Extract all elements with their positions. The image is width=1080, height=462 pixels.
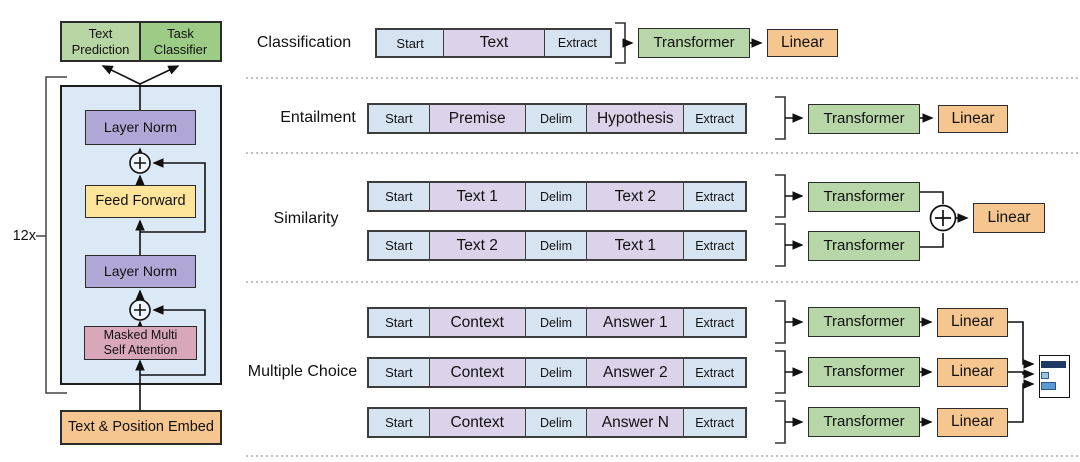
token-cell-text2: Text 2 (587, 183, 685, 210)
classification-sequence: Start Text Extract (375, 28, 612, 58)
row-label-similarity: Similarity (273, 210, 339, 227)
token-cell-delim: Delim (525, 309, 588, 336)
row-label-entailment: Entailment (280, 109, 356, 126)
left-diagram-arrows (101, 65, 206, 410)
linear-box: Linear (938, 105, 1008, 133)
score-bar-mid (1041, 382, 1056, 390)
masked-attention-box: Masked Multi Self Attention (84, 326, 197, 360)
similarity-sequence-1: Start Text 1 Delim Text 2 Extract (367, 181, 747, 212)
token-cell-text1: Text 1 (429, 183, 526, 210)
token-cell-hypothesis: Hypothesis (587, 105, 685, 132)
token-cell-extract: Extract (684, 359, 745, 386)
row-label-classification: Classification (256, 34, 352, 51)
transformer-box: Transformer (808, 182, 920, 212)
token-cell-context: Context (429, 309, 526, 336)
residual-add-icon (129, 152, 151, 321)
token-cell-extract: Extract (684, 309, 745, 336)
linear-box: Linear (937, 358, 1008, 387)
similarity-connectors (775, 174, 969, 267)
transformer-box: Transformer (808, 104, 920, 134)
multiple-choice-sequence-n: Start Context Delim Answer N Extract (367, 407, 747, 438)
token-cell-start: Start (369, 359, 430, 386)
token-cell-context: Context (429, 359, 526, 386)
entailment-sequence: Start Premise Delim Hypothesis Extract (367, 103, 747, 134)
token-cell-delim: Delim (525, 232, 588, 259)
score-bar-low (1041, 372, 1049, 379)
token-cell-extract: Extract (684, 409, 745, 436)
token-cell-premise: Premise (429, 105, 526, 132)
score-bar-high (1041, 361, 1066, 368)
token-cell-answerN: Answer N (587, 409, 685, 436)
token-cell-start: Start (369, 105, 430, 132)
transformer-box: Transformer (808, 357, 920, 387)
classification-connectors (615, 22, 763, 64)
linear-box: Linear (973, 203, 1045, 233)
masked-attention-label: Masked Multi Self Attention (103, 327, 178, 357)
token-cell-extract: Extract (684, 105, 745, 132)
transformer-box: Transformer (808, 307, 920, 337)
token-cell-delim: Delim (525, 105, 588, 132)
task-classifier-label: Task Classifier (153, 25, 208, 57)
token-cell-delim: Delim (525, 183, 588, 210)
token-cell-extract: Extract (684, 232, 745, 259)
transformer-box: Transformer (808, 231, 920, 261)
layer-norm-top-box: Layer Norm (85, 110, 196, 145)
sum-add-icon (929, 204, 957, 232)
embedding-box: Text & Position Embed (60, 410, 222, 445)
token-cell-delim: Delim (525, 359, 588, 386)
similarity-sequence-2: Start Text 2 Delim Text 1 Extract (367, 230, 747, 261)
repeat-bracket (36, 76, 67, 394)
linear-box: Linear (937, 308, 1008, 337)
transformer-box: Transformer (808, 407, 920, 437)
feed-forward-box: Feed Forward (85, 185, 196, 218)
token-cell-extract: Extract (684, 183, 745, 210)
multiple-choice-sequence-2: Start Context Delim Answer 2 Extract (367, 357, 747, 388)
score-bars-icon (1039, 355, 1070, 398)
token-cell-text1: Text 1 (587, 232, 685, 259)
multiple-choice-sequence-1: Start Context Delim Answer 1 Extract (367, 307, 747, 338)
token-cell-start: Start (369, 232, 430, 259)
token-cell-text: Text (444, 30, 545, 56)
token-cell-delim: Delim (525, 409, 588, 436)
text-prediction-head: Text Prediction (60, 21, 141, 62)
token-cell-answer1: Answer 1 (587, 309, 685, 336)
linear-box: Linear (937, 408, 1008, 437)
text-prediction-label: Text Prediction (71, 25, 130, 57)
token-cell-answer2: Answer 2 (587, 359, 685, 386)
layer-norm-bottom-box: Layer Norm (85, 255, 196, 288)
token-cell-start: Start (369, 309, 430, 336)
token-cell-extract: Extract (544, 30, 610, 56)
task-classifier-head: Task Classifier (139, 21, 222, 62)
row-label-multiple-choice: Multiple Choice (247, 363, 358, 380)
token-cell-start: Start (369, 409, 430, 436)
feed-forward-label: Feed Forward (95, 192, 186, 209)
token-cell-start: Start (369, 183, 430, 210)
token-cell-start: Start (377, 30, 445, 56)
multiple-choice-connectors (775, 300, 1035, 444)
token-cell-text2: Text 2 (429, 232, 526, 259)
dotted-separator-lines (246, 77, 1078, 457)
token-cell-context: Context (429, 409, 526, 436)
residual-connection-bottom (140, 305, 206, 376)
transformer-box: Transformer (638, 28, 750, 58)
layer-norm-top-label: Layer Norm (103, 118, 178, 135)
embedding-label: Text & Position Embed (68, 418, 214, 435)
entailment-connectors (775, 96, 934, 140)
residual-connection-top (140, 158, 206, 233)
layer-norm-bottom-label: Layer Norm (103, 262, 178, 279)
repeat-12x-label: 12x (12, 228, 36, 244)
linear-box: Linear (767, 29, 838, 57)
